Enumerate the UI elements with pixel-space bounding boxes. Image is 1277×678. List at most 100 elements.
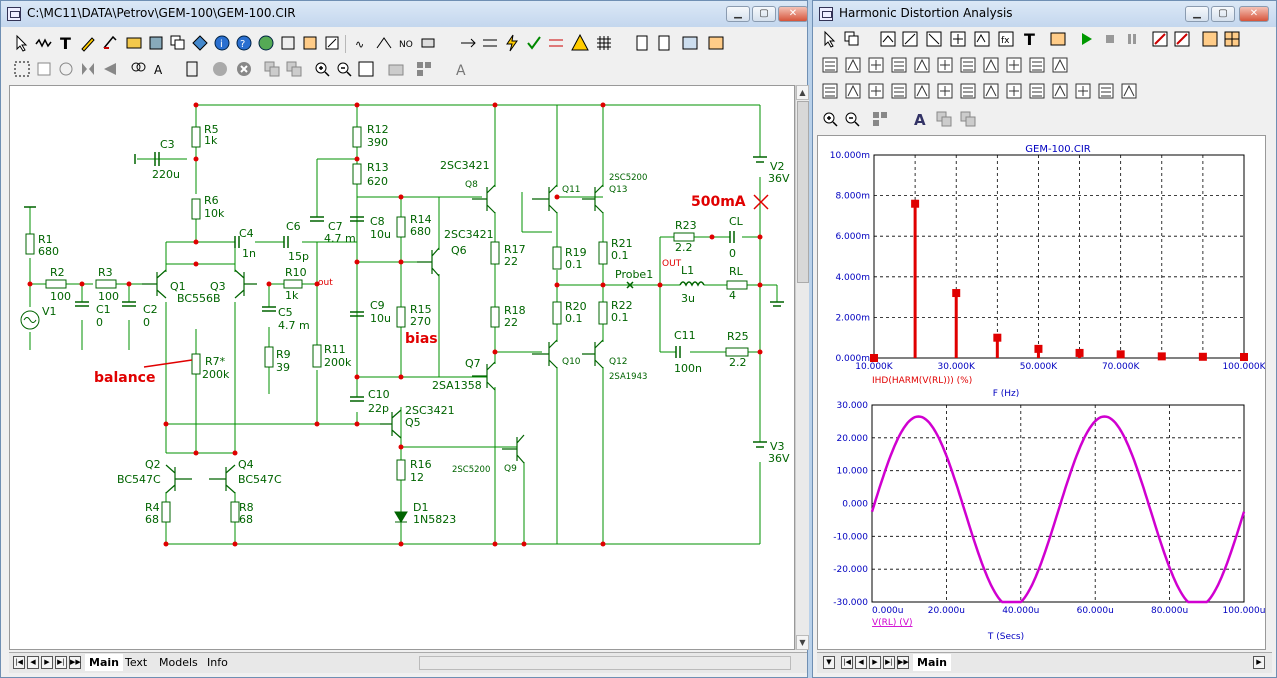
cursor-icon[interactable]	[925, 30, 943, 48]
plot-option-icon[interactable]	[821, 56, 839, 74]
text-tool-icon[interactable]: T	[57, 34, 75, 52]
analysis-properties-icon[interactable]	[1049, 30, 1067, 48]
pause-icon[interactable]	[1123, 30, 1141, 48]
checkbox-icon[interactable]	[35, 60, 53, 78]
tab-info[interactable]: Info	[207, 656, 228, 669]
chip-tool-icon[interactable]	[147, 34, 165, 52]
plot-option-icon[interactable]	[1028, 56, 1046, 74]
cursor-mode-icon[interactable]	[936, 82, 954, 100]
plot-option-icon[interactable]	[844, 56, 862, 74]
plot-option-icon[interactable]	[936, 56, 954, 74]
lightning-icon[interactable]	[503, 34, 521, 52]
tab-main[interactable]: Main	[85, 654, 123, 671]
scale-icon[interactable]	[879, 30, 897, 48]
currents-icon[interactable]	[459, 34, 477, 52]
first-tab-button[interactable]: |◀	[13, 656, 25, 669]
analysis-maximize-button[interactable]: ▢	[1211, 6, 1235, 22]
zoom-fit-icon[interactable]	[357, 60, 375, 78]
plot-option-icon[interactable]	[1051, 56, 1069, 74]
node-voltages-icon[interactable]: NO	[397, 34, 415, 52]
cursor-mode-icon[interactable]	[1028, 82, 1046, 100]
analysis-text-icon[interactable]: T	[1021, 30, 1039, 48]
edit-icon[interactable]	[323, 34, 341, 52]
warning-icon[interactable]	[571, 34, 589, 52]
analysis-zoom-in-icon[interactable]	[821, 110, 839, 128]
cursor-mode-icon[interactable]	[982, 82, 1000, 100]
cursor-mode-icon[interactable]	[890, 82, 908, 100]
pin-markers-icon[interactable]	[375, 34, 393, 52]
attribute-icon[interactable]	[279, 34, 297, 52]
cursor-mode-icon[interactable]	[1074, 82, 1092, 100]
scroll-up-button[interactable]: ▲	[796, 85, 809, 100]
next-tab-button[interactable]: ▶	[41, 656, 53, 669]
analysis-first-tab-button[interactable]: |◀	[841, 656, 853, 669]
zoom-out-icon[interactable]	[335, 60, 353, 78]
analysis-select-icon[interactable]	[821, 30, 839, 48]
diamond-tool-icon[interactable]	[191, 34, 209, 52]
info-icon[interactable]: i	[213, 34, 231, 52]
last-tab-button[interactable]: ▶|	[55, 656, 67, 669]
stop-run-icon[interactable]	[1101, 30, 1119, 48]
point-icon[interactable]	[949, 30, 967, 48]
scroll-thumb[interactable]	[797, 101, 809, 283]
maximize-button[interactable]: ▢	[752, 6, 776, 22]
cursor-mode-icon[interactable]	[1097, 82, 1115, 100]
analysis-prev-tab-button[interactable]: ◀	[855, 656, 867, 669]
schematic-vertical-scrollbar[interactable]: ▲ ▼	[795, 85, 809, 650]
prev-tab-button[interactable]: ◀	[27, 656, 39, 669]
block-icon[interactable]	[419, 34, 437, 52]
globe-icon[interactable]	[257, 34, 275, 52]
analysis-copy-region-icon[interactable]	[935, 110, 953, 128]
cursor-mode-icon[interactable]	[1051, 82, 1069, 100]
copy-region-icon[interactable]	[263, 60, 281, 78]
page-icon[interactable]	[633, 34, 651, 52]
horizontal-scrollbar[interactable]	[419, 656, 791, 670]
wire-tool-icon[interactable]	[35, 34, 53, 52]
analysis-font-icon[interactable]: A	[911, 110, 929, 128]
peak-icon[interactable]	[973, 30, 991, 48]
flip-x-icon[interactable]	[79, 60, 97, 78]
clipboard-icon[interactable]	[183, 60, 201, 78]
cursor-mode-icon[interactable]	[913, 82, 931, 100]
check-icon[interactable]	[525, 34, 543, 52]
tab-models[interactable]: Models	[159, 656, 198, 669]
analysis-end-tab-button[interactable]: ▶▶	[897, 656, 909, 669]
stop-icon[interactable]	[211, 60, 229, 78]
plot-option-icon[interactable]	[890, 56, 908, 74]
step-icon[interactable]	[1151, 30, 1169, 48]
analysis-copy-icon[interactable]	[843, 30, 861, 48]
power-icon[interactable]	[481, 34, 499, 52]
paste-region-icon[interactable]	[285, 60, 303, 78]
auto-scale-icon[interactable]	[901, 30, 919, 48]
plot-option-icon[interactable]	[1005, 56, 1023, 74]
analysis-tab-main[interactable]: Main	[913, 654, 951, 671]
plot-option-icon[interactable]	[959, 56, 977, 74]
cursor-mode-icon[interactable]	[867, 82, 885, 100]
step-back-icon[interactable]	[1173, 30, 1191, 48]
run-icon[interactable]	[1077, 30, 1095, 48]
plot-option-icon[interactable]	[982, 56, 1000, 74]
analysis-close-button[interactable]: ✕	[1239, 6, 1269, 22]
analysis-scroll-right-button[interactable]: ▶	[1253, 656, 1265, 669]
close-button[interactable]: ✕	[778, 6, 808, 22]
cursor-mode-icon[interactable]	[959, 82, 977, 100]
node-numbers-icon[interactable]: ∿	[353, 34, 371, 52]
cursor-mode-icon[interactable]	[1120, 82, 1138, 100]
properties-icon[interactable]	[707, 34, 725, 52]
cursor-mode-icon[interactable]	[844, 82, 862, 100]
cursor-mode-icon[interactable]	[1005, 82, 1023, 100]
minimize-button[interactable]: ▁	[726, 6, 750, 22]
copy-tool-icon[interactable]	[169, 34, 187, 52]
grid-text-icon[interactable]	[301, 34, 319, 52]
plot-option-icon[interactable]	[913, 56, 931, 74]
analysis-next-tab-button[interactable]: ▶	[869, 656, 881, 669]
analysis-zoom-out-icon[interactable]	[843, 110, 861, 128]
flag-tool-icon[interactable]	[101, 34, 119, 52]
cursor-mode-icon[interactable]	[821, 82, 839, 100]
select-region-icon[interactable]	[13, 60, 31, 78]
component-tool-icon[interactable]	[125, 34, 143, 52]
find-icon[interactable]	[129, 60, 147, 78]
state-icon[interactable]	[547, 34, 565, 52]
